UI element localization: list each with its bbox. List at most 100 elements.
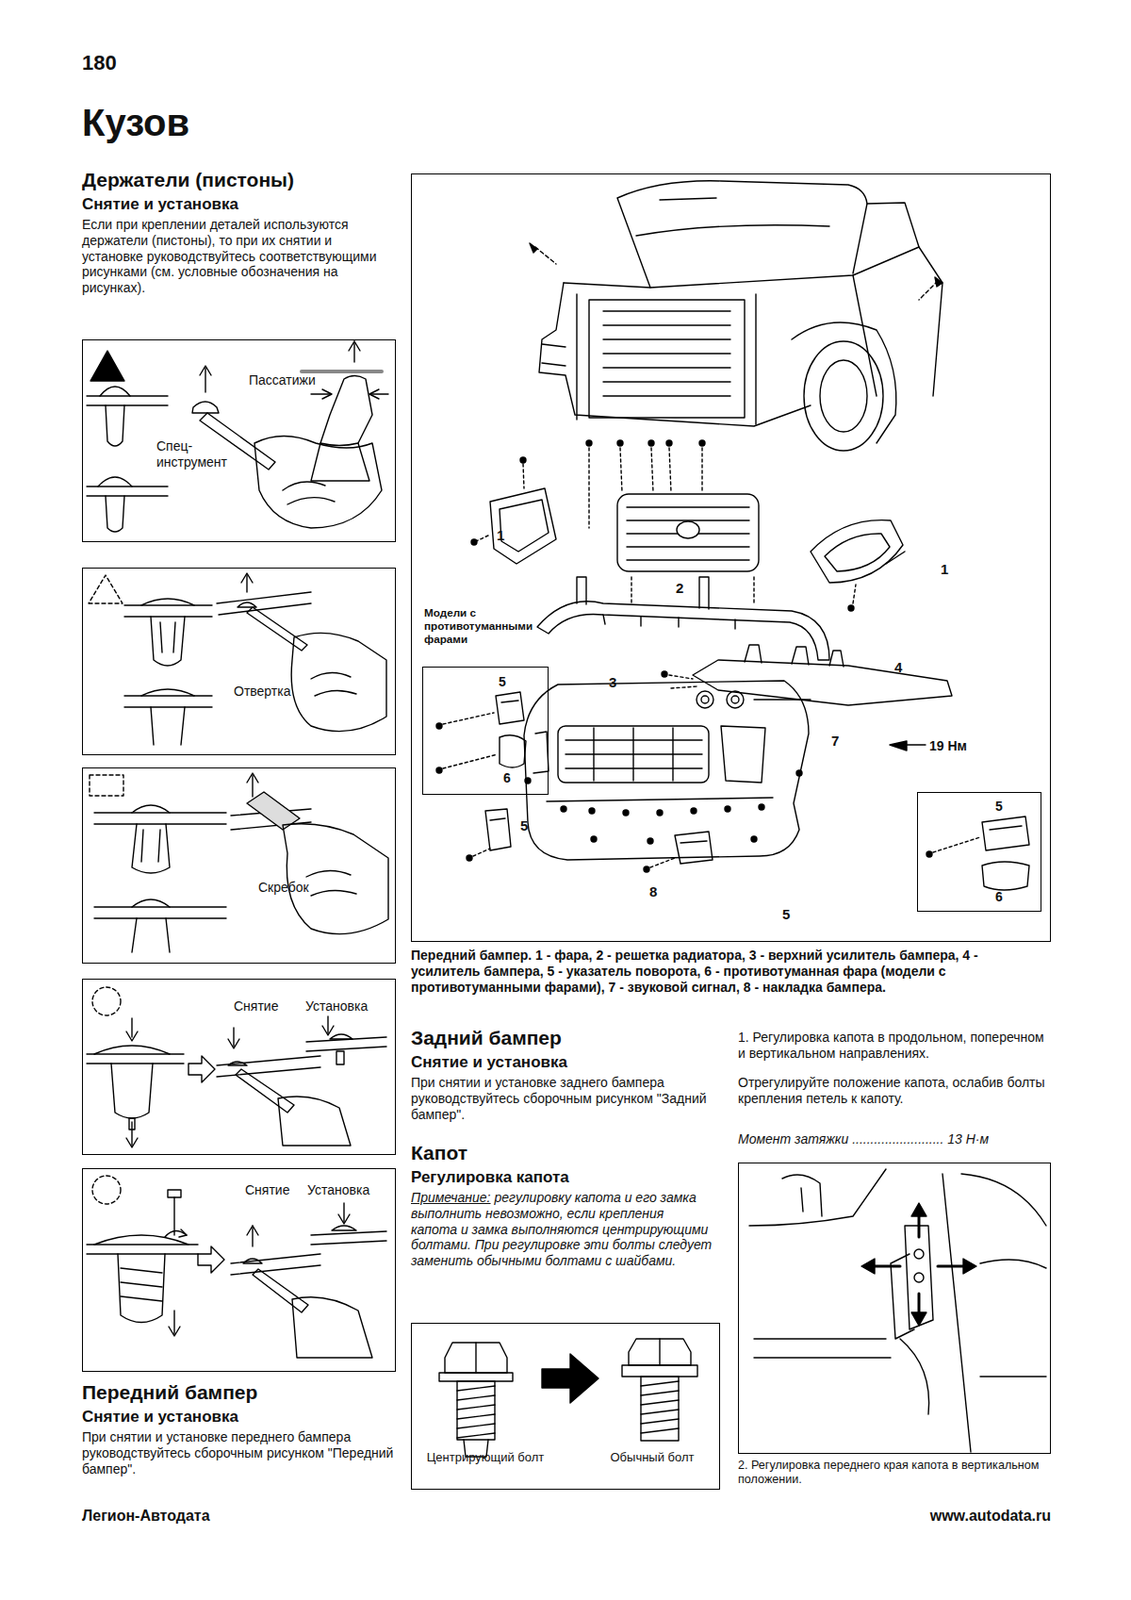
figure-label: Обычный болт <box>590 1449 714 1465</box>
callout-number: 5 <box>782 905 790 923</box>
drawing-part <box>523 463 525 489</box>
figure-label: Снятие <box>233 998 302 1015</box>
drawing-part <box>216 1066 321 1077</box>
drawing-part <box>647 837 654 844</box>
drawing-part <box>791 322 897 443</box>
drawing-part <box>235 1068 295 1113</box>
drawing-part <box>232 1027 234 1047</box>
drawing-part <box>311 1230 387 1235</box>
footer-publisher: Легион-Автодата <box>81 1506 211 1525</box>
figure-panel: СнятиеУстановка <box>81 1167 396 1372</box>
figure-label: Центрирующий болт <box>419 1449 552 1465</box>
drawing-part <box>643 866 650 872</box>
drawing-part <box>726 690 744 708</box>
drawing-part <box>439 1372 513 1381</box>
drawing-part <box>292 1296 373 1358</box>
drawing-part <box>731 695 739 704</box>
drawing-part <box>442 712 494 724</box>
section-heading: Задний бампер <box>410 1025 714 1050</box>
drawing-part <box>690 807 697 814</box>
drawing-part <box>228 1061 247 1066</box>
drawing-part <box>603 614 736 629</box>
drawing-part <box>520 457 526 463</box>
drawing-part <box>701 447 703 492</box>
drawing-part <box>724 805 731 812</box>
drawing-part <box>94 1045 170 1118</box>
drawing-part <box>524 680 809 860</box>
drawing-part <box>126 1137 138 1148</box>
drawing-part <box>918 280 938 300</box>
drawing-part <box>539 282 811 427</box>
drawing-part <box>696 690 714 708</box>
drawing-part <box>246 606 308 651</box>
figure-panel: ПассатижиСпец- инструмент <box>81 339 396 542</box>
drawing-part <box>557 725 709 783</box>
drawing-part <box>620 447 623 492</box>
drawing-part <box>348 341 361 351</box>
drawing-part <box>669 447 672 492</box>
callout-number: 1 <box>940 560 949 578</box>
drawing-part <box>758 803 765 810</box>
drawing-part <box>617 493 759 572</box>
drawing-part <box>622 809 629 816</box>
drawing-part <box>934 277 943 287</box>
subsection-heading: Регулировка капота <box>410 1167 714 1187</box>
drawing-part <box>661 671 668 677</box>
figure-label: Установка <box>305 998 391 1015</box>
drawing-part <box>343 1202 345 1222</box>
drawing-part <box>848 605 854 611</box>
page-title: Кузов <box>81 99 190 146</box>
drawing-part <box>650 857 675 868</box>
drawing-part <box>501 700 519 703</box>
drawing-part <box>120 1267 163 1301</box>
drawing-part <box>131 804 170 873</box>
drawing-part <box>942 1173 1047 1452</box>
drawing-part <box>141 598 195 666</box>
drawing-part <box>89 774 124 796</box>
drawing-part <box>753 576 754 604</box>
drawing-part <box>218 603 312 615</box>
drawing-part <box>243 1258 263 1263</box>
hood-hinge-figure <box>749 1168 1047 1452</box>
drawing-part <box>533 731 549 773</box>
drawing-part <box>245 574 247 592</box>
drawing-part <box>216 591 312 604</box>
drawing-part <box>311 1240 387 1245</box>
drawing-part <box>671 686 698 689</box>
inset-panel: Модели с противотуманными фарами56 <box>422 606 549 795</box>
car-front-figure <box>436 180 1030 890</box>
drawing-part <box>129 1117 135 1130</box>
drawing-part <box>721 725 766 783</box>
drawing-part <box>490 488 557 564</box>
body-text: Если при креплении деталей используются … <box>81 216 396 296</box>
drawing-part <box>173 1196 175 1235</box>
figure-panel: Отвертка <box>81 567 396 755</box>
drawing-part <box>669 674 693 679</box>
drawing-part <box>541 1353 599 1403</box>
drawing-part <box>336 1050 345 1065</box>
callout-number: 5 <box>995 798 1003 815</box>
screw-clip-figure <box>86 1175 387 1358</box>
drawing-part <box>168 1326 181 1336</box>
drawing-part <box>124 705 213 707</box>
drawing-part <box>565 727 703 781</box>
drawing-part <box>197 1245 225 1273</box>
drawing-part <box>246 1225 259 1235</box>
drawing-part <box>680 840 707 843</box>
drawing-part <box>754 1338 930 1414</box>
drawing-part <box>982 816 1030 851</box>
callout-number: 6 <box>503 770 511 787</box>
drawing-part <box>278 1096 351 1146</box>
drawing-part <box>529 243 538 253</box>
figure-panel: 1213419 Нм7585Модели с противотуманными … <box>410 173 1051 942</box>
drawing-part <box>86 1062 184 1064</box>
drawing-part <box>86 494 168 496</box>
drawing-part <box>622 1364 698 1377</box>
drawing-part <box>124 604 213 606</box>
clip-screwdriver-figure <box>88 573 387 745</box>
drawing-part <box>124 694 213 696</box>
drawing-part <box>126 1031 138 1041</box>
note-marker: Примечание: <box>410 1189 492 1205</box>
drawing-part <box>444 1342 508 1373</box>
drawing-part <box>911 1311 927 1326</box>
